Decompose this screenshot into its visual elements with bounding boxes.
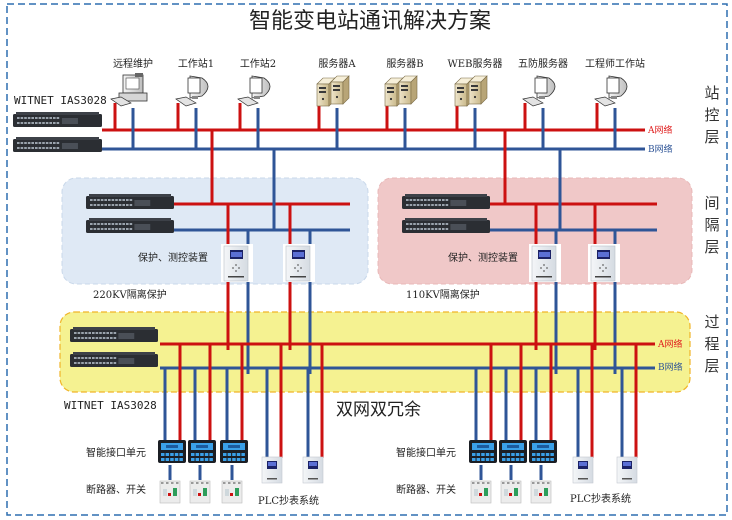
process-group-2-breaker-3 <box>530 480 552 504</box>
breaker-label-2: 断路器、开关 <box>396 483 456 496</box>
layer-label-2-char: 层 <box>704 238 719 256</box>
station-device-1 <box>110 73 148 107</box>
station-device-3 <box>237 75 271 107</box>
station-device-4 <box>316 75 350 107</box>
layer-label-1-char: 控 <box>704 106 719 124</box>
network-wires <box>102 103 657 480</box>
workstation-icon <box>175 75 209 107</box>
process-switch-b-icon <box>70 352 158 367</box>
outer-border <box>6 3 728 516</box>
station-device-label-7: 五防服务器 <box>518 57 568 70</box>
process-group-1-breaker-3 <box>221 480 243 504</box>
station-device-label-1: 远程维护 <box>113 57 153 70</box>
process-group-1-plc-meter-2 <box>302 456 324 484</box>
server-icon <box>384 75 418 107</box>
station-switch-model: WITNET IAS3028 <box>14 94 107 107</box>
process-network-a-label: A网络 <box>657 338 683 350</box>
station-switch-a-icon <box>13 112 102 127</box>
workstation-icon <box>522 75 556 107</box>
station-network-a-label: A网络 <box>647 124 673 136</box>
station-device-label-8: 工程师工作站 <box>585 57 645 70</box>
bay-220kv-name: 220KV隔离保护 <box>93 288 167 301</box>
layer-label-1-char: 层 <box>704 128 719 146</box>
process-switch-model: WITNET IAS3028 <box>64 399 157 412</box>
switches <box>13 112 490 367</box>
bay-220kv-switch-a-icon <box>86 194 174 209</box>
station-device-8 <box>594 75 628 107</box>
station-switch-b-icon <box>13 137 102 152</box>
process-layer-region <box>59 311 691 393</box>
workstation-icon <box>237 75 271 107</box>
bay-110kv-protection-device-2 <box>588 244 620 282</box>
process-group-2-interface-unit-2 <box>499 440 527 463</box>
station-device-label-2: 工作站1 <box>178 57 214 70</box>
layer-label-3-char: 过 <box>704 313 719 331</box>
bay-220kv-protection-device-2 <box>283 244 315 282</box>
plc-label-2: PLC抄表系统 <box>570 492 631 505</box>
bay-220kv-switch-b-icon <box>86 218 174 233</box>
process-group-1-breaker-2 <box>189 480 211 504</box>
layer-label-3-char: 程 <box>704 335 719 353</box>
bay-220kv-device-label: 保护、测控装置 <box>138 251 208 264</box>
station-device-5 <box>384 75 418 107</box>
station-device-6 <box>454 75 488 107</box>
station-device-7 <box>522 75 556 107</box>
station-device-label-5: 服务器B <box>386 57 423 70</box>
plc-label-1: PLC抄表系统 <box>258 494 319 507</box>
process-group-1-interface-unit-1 <box>158 440 186 463</box>
process-group-2-interface-unit-3 <box>529 440 557 463</box>
process-group-2-plc-meter-2 <box>616 456 638 484</box>
station-device-label-3: 工作站2 <box>240 57 276 70</box>
bay-110kv-name: 110KV隔离保护 <box>406 288 480 301</box>
server-icon <box>454 75 488 107</box>
redundancy-label: 双网双冗余 <box>336 400 421 420</box>
layer-label-1-char: 站 <box>704 84 719 102</box>
layer-label-3-char: 层 <box>704 357 719 375</box>
bay-110kv-switch-b-icon <box>402 218 490 233</box>
process-group-1-breaker-1 <box>159 480 181 504</box>
server-icon <box>316 75 350 107</box>
page-title: 智能变电站通讯解决方案 <box>249 9 491 34</box>
bay-110kv-device-label: 保护、测控装置 <box>448 251 518 264</box>
process-group-2-breaker-2 <box>500 480 522 504</box>
desktop-pc-icon <box>110 73 148 107</box>
process-group-1-plc-meter-1 <box>261 456 283 484</box>
layer-label-2-char: 隔 <box>704 216 719 234</box>
bay-110kv-protection-device-1 <box>529 244 561 282</box>
interface-unit-label-2: 智能接口单元 <box>396 446 456 459</box>
process-group-2-breaker-1 <box>470 480 492 504</box>
process-network-b-label: B网络 <box>658 361 683 373</box>
devices <box>110 73 638 504</box>
station-device-2 <box>175 75 209 107</box>
breaker-label-1: 断路器、开关 <box>86 483 146 496</box>
station-device-label-6: WEB服务器 <box>448 57 503 70</box>
workstation-icon <box>594 75 628 107</box>
interface-unit-label-1: 智能接口单元 <box>86 446 146 459</box>
station-network-b-label: B网络 <box>648 143 673 155</box>
process-group-1-interface-unit-2 <box>188 440 216 463</box>
bay-220kv-protection-device-1 <box>221 244 253 282</box>
station-device-label-4: 服务器A <box>318 57 356 70</box>
bay-110kv-switch-a-icon <box>402 194 490 209</box>
process-group-2-interface-unit-1 <box>469 440 497 463</box>
process-group-1-interface-unit-3 <box>220 440 248 463</box>
layer-label-2-char: 间 <box>704 194 719 212</box>
process-group-2-plc-meter-1 <box>572 456 594 484</box>
process-switch-a-icon <box>70 327 158 342</box>
